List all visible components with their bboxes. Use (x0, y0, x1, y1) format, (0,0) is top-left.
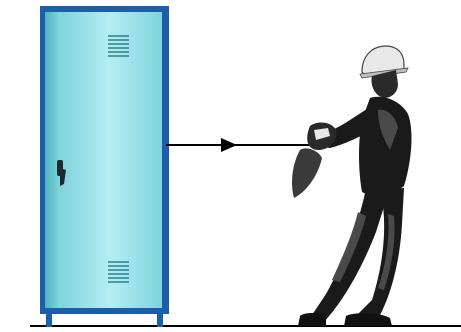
worker-shoe-back (344, 313, 392, 326)
locker-leg-left (46, 312, 52, 327)
worker-shoe-front (298, 313, 326, 326)
worker-pulling-icon (292, 46, 411, 326)
arrowhead-icon (221, 138, 237, 152)
locker-leg-right (157, 312, 163, 327)
locker-door (45, 12, 162, 308)
pull-rope (166, 138, 312, 152)
locker-icon (40, 6, 169, 327)
